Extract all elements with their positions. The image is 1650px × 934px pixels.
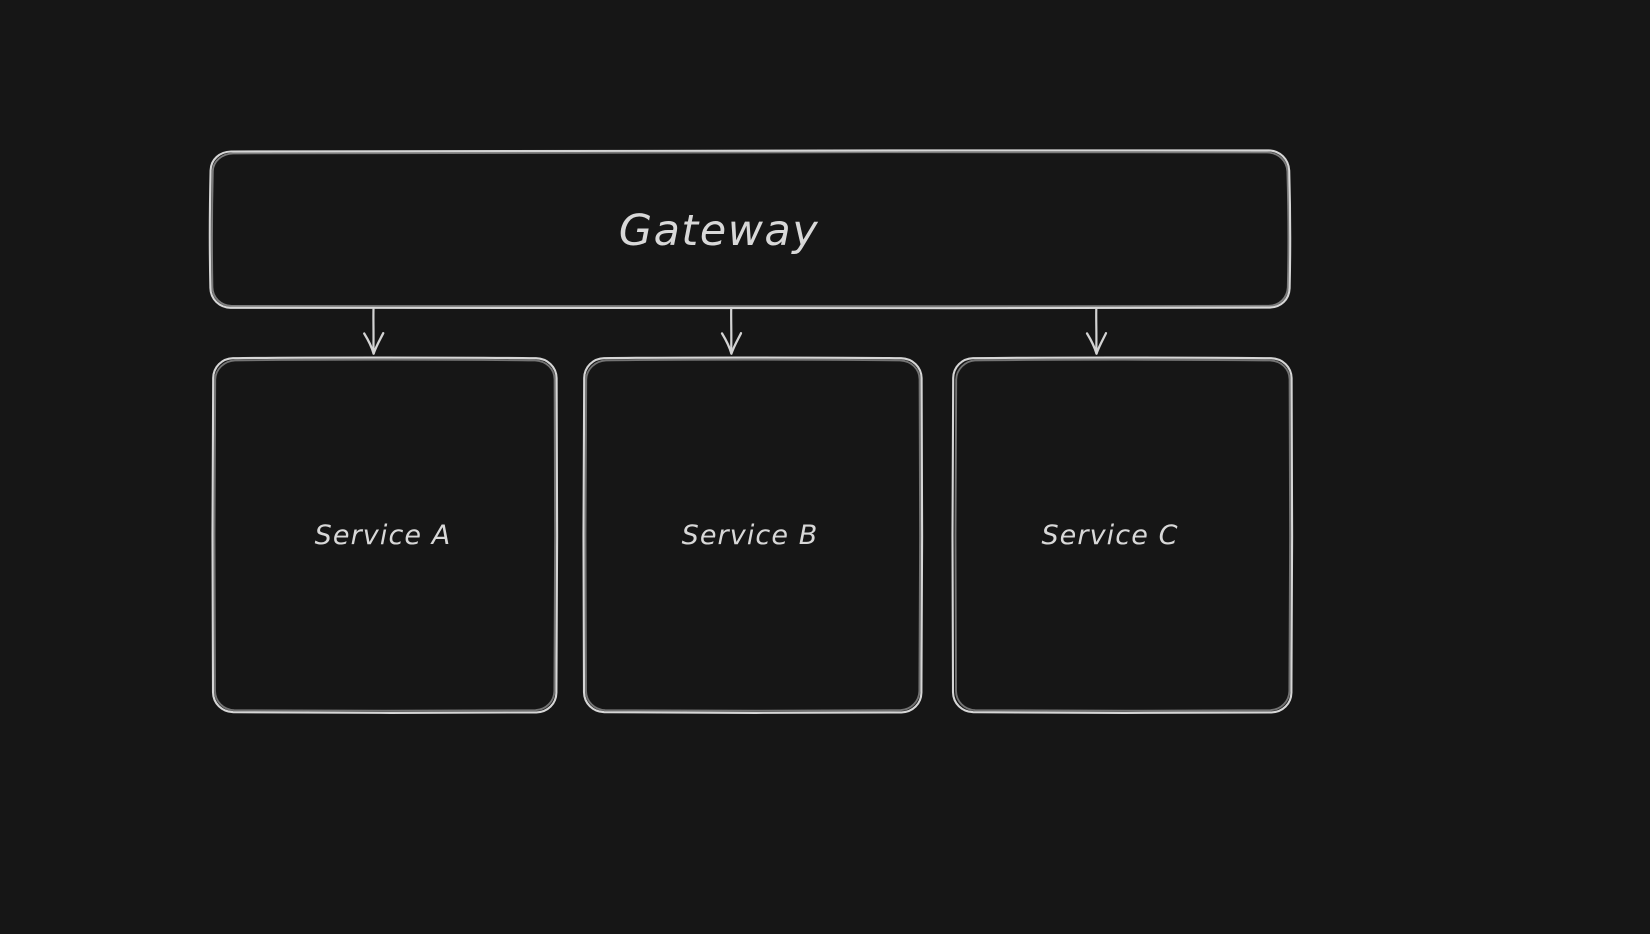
service-a-label: Service A	[315, 520, 452, 551]
gateway-box-outline-pass2	[211, 151, 1290, 308]
service-a-box-outline-pass2	[213, 358, 557, 712]
gateway-box-fill	[210, 150, 1290, 308]
arrow-head-left	[363, 332, 375, 355]
gateway-label: Gateway	[619, 206, 819, 256]
service-c-label: Service C	[1041, 520, 1178, 551]
arrow-head-left	[720, 332, 733, 355]
arrow-head-right	[372, 332, 385, 355]
node-service-b[interactable]: Service B	[582, 356, 924, 714]
node-service-a[interactable]: Service A	[211, 356, 559, 714]
service-c-box-fill	[952, 357, 1292, 713]
arrow-head-right	[730, 332, 743, 355]
edge-gateway-to-service-c	[1085, 307, 1108, 355]
edge-gateway-to-service-b	[720, 307, 743, 355]
node-gateway[interactable]: Gateway	[208, 149, 1292, 310]
service-b-box-outline-pass2	[584, 358, 922, 712]
node-service-c[interactable]: Service C	[951, 356, 1294, 714]
service-b-box-outline	[582, 356, 924, 714]
service-b-box-fill	[583, 357, 922, 713]
service-c-box-outline	[951, 356, 1294, 714]
service-a-box-outline	[211, 356, 559, 714]
service-a-box-fill	[212, 357, 557, 713]
gateway-box-outline	[208, 149, 1292, 310]
service-c-box-outline-pass2	[954, 358, 1292, 712]
arrow-head-right	[1095, 332, 1108, 355]
arrow-head-left	[1085, 332, 1098, 355]
service-b-label: Service B	[682, 520, 819, 551]
edge-gateway-to-service-a	[363, 307, 385, 355]
